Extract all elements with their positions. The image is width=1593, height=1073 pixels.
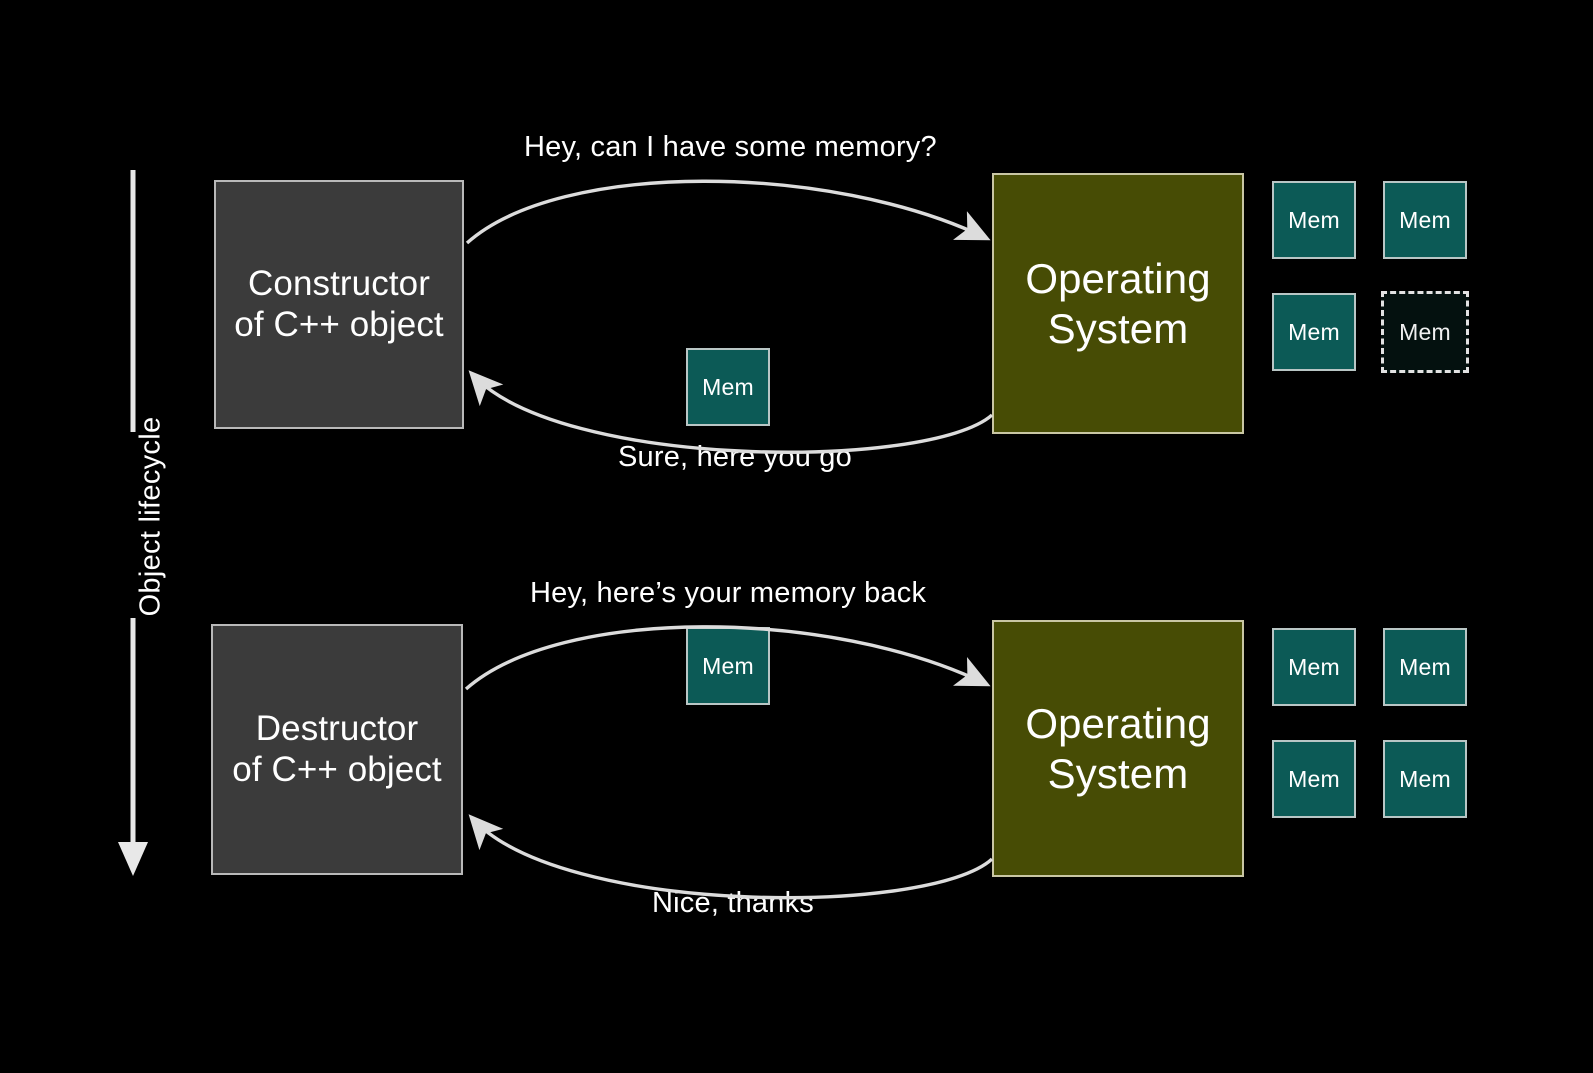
- memory-block-label: Mem: [1399, 206, 1451, 233]
- arrow-request-memory: [465, 179, 991, 245]
- acknowledge-label: Nice, thanks: [652, 887, 814, 919]
- memory-pool-block-3-allocation[interactable]: Mem: [1272, 293, 1356, 371]
- memory-block-in-transit-allocation[interactable]: Mem: [686, 348, 770, 426]
- memory-block-label: Mem: [1399, 318, 1451, 345]
- memory-block-label: Mem: [702, 652, 754, 679]
- memory-pool-block-1-deallocation[interactable]: Mem: [1272, 628, 1356, 706]
- object-lifecycle-axis: Object lifecycle: [110, 170, 190, 880]
- return-memory-label: Hey, here’s your memory back: [530, 577, 927, 609]
- memory-pool-block-4-reclaimed[interactable]: Mem: [1383, 740, 1467, 818]
- memory-pool-block-2-allocation[interactable]: Mem: [1383, 181, 1467, 259]
- memory-pool-block-1-allocation[interactable]: Mem: [1272, 181, 1356, 259]
- memory-block-label: Mem: [1399, 653, 1451, 680]
- memory-block-label: Mem: [1288, 653, 1340, 680]
- memory-block-label: Mem: [1288, 765, 1340, 792]
- memory-block-label: Mem: [702, 373, 754, 400]
- memory-block-label: Mem: [1288, 318, 1340, 345]
- memory-block-in-transit-deallocation[interactable]: Mem: [686, 627, 770, 705]
- memory-block-label: Mem: [1288, 206, 1340, 233]
- memory-pool-block-2-deallocation[interactable]: Mem: [1383, 628, 1467, 706]
- memory-pool-block-3-deallocation[interactable]: Mem: [1272, 740, 1356, 818]
- grant-memory-label: Sure, here you go: [618, 441, 852, 473]
- arrow-acknowledge: [468, 814, 994, 900]
- request-memory-label: Hey, can I have some memory?: [524, 131, 937, 163]
- object-lifecycle-label: Object lifecycle: [134, 416, 167, 617]
- memory-pool-block-4-allocated-out[interactable]: Mem: [1381, 291, 1469, 373]
- memory-block-label: Mem: [1399, 765, 1451, 792]
